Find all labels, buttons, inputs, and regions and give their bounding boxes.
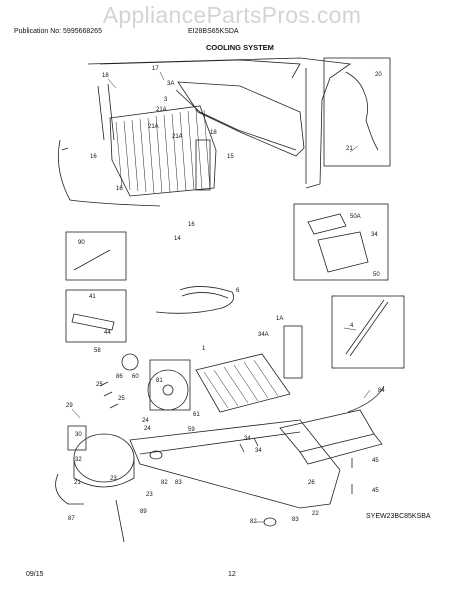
watermark: AppliancePartsPros.com <box>102 2 362 28</box>
callout-label: 14 <box>174 236 181 242</box>
callout-label: 6 <box>236 288 240 294</box>
callout-label: 50 <box>373 272 380 278</box>
callout-label: 25 <box>96 382 103 388</box>
callout-label: 83 <box>175 480 182 486</box>
callout-label: 45 <box>372 488 379 494</box>
callout-label: 15 <box>227 154 234 160</box>
callout-label: 45 <box>372 458 379 464</box>
diagram-reference-code: SYEW23BC85KSBA <box>366 513 431 520</box>
callout-label: 61 <box>193 412 200 418</box>
callout-label: 60 <box>132 374 139 380</box>
callout-label: 44 <box>104 330 111 336</box>
callout-label: 24 <box>144 426 151 432</box>
callout-label: 83 <box>292 517 299 523</box>
callout-label: 21 <box>74 480 81 486</box>
callout-label: 3 <box>164 97 168 103</box>
callout-label: 22 <box>312 511 319 517</box>
section-title: COOLING SYSTEM <box>206 43 274 52</box>
callout-label: 30 <box>75 432 82 438</box>
callout-label: 21A <box>172 134 183 140</box>
callout-label: 1A <box>276 316 283 322</box>
callout-label: 41 <box>89 294 96 300</box>
callout-label: 16 <box>188 222 195 228</box>
callout-label: 32 <box>75 457 82 463</box>
callout-label: 16 <box>116 186 123 192</box>
callout-label: 50A <box>350 214 361 220</box>
callout-label: 4 <box>350 323 354 329</box>
callout-label: 24 <box>142 418 149 424</box>
model-number: EI28BS65KSDA <box>188 28 239 35</box>
callout-label: 29 <box>66 403 73 409</box>
callout-label: 23 <box>146 492 153 498</box>
callout-label: 25 <box>118 396 125 402</box>
callout-label: 82 <box>161 480 168 486</box>
callout-label: 59 <box>188 427 195 433</box>
callout-label: 90 <box>78 240 85 246</box>
callout-label: 3A <box>167 81 174 87</box>
callout-label: 17 <box>152 66 159 72</box>
publication-number: Publication No: 5995668265 <box>14 28 102 35</box>
callout-label: 87 <box>68 516 75 522</box>
callout-label: 1 <box>202 346 206 352</box>
page-number: 12 <box>228 571 236 578</box>
callout-label: 86 <box>116 374 123 380</box>
callout-label: 20 <box>375 72 382 78</box>
callout-label: 23 <box>110 476 117 482</box>
callout-label: 21A <box>156 107 167 113</box>
callout-label: 82 <box>250 519 257 525</box>
callout-label: 89 <box>140 509 147 515</box>
callout-label: 58 <box>94 348 101 354</box>
callout-label: 21A <box>148 124 159 130</box>
callout-label: 84 <box>378 388 385 394</box>
callout-label: 26 <box>308 480 315 486</box>
callout-label: 34 <box>244 436 251 442</box>
callout-label: 21 <box>346 146 353 152</box>
footer-date: 09/15 <box>26 571 44 578</box>
callout-label: 34A <box>258 332 269 338</box>
callout-label: 34 <box>371 232 378 238</box>
callout-label: 16 <box>90 154 97 160</box>
callout-label: 18 <box>102 73 109 79</box>
callout-label: 18 <box>210 130 217 136</box>
callout-label: 81 <box>156 378 163 384</box>
callout-label: 34 <box>255 448 262 454</box>
